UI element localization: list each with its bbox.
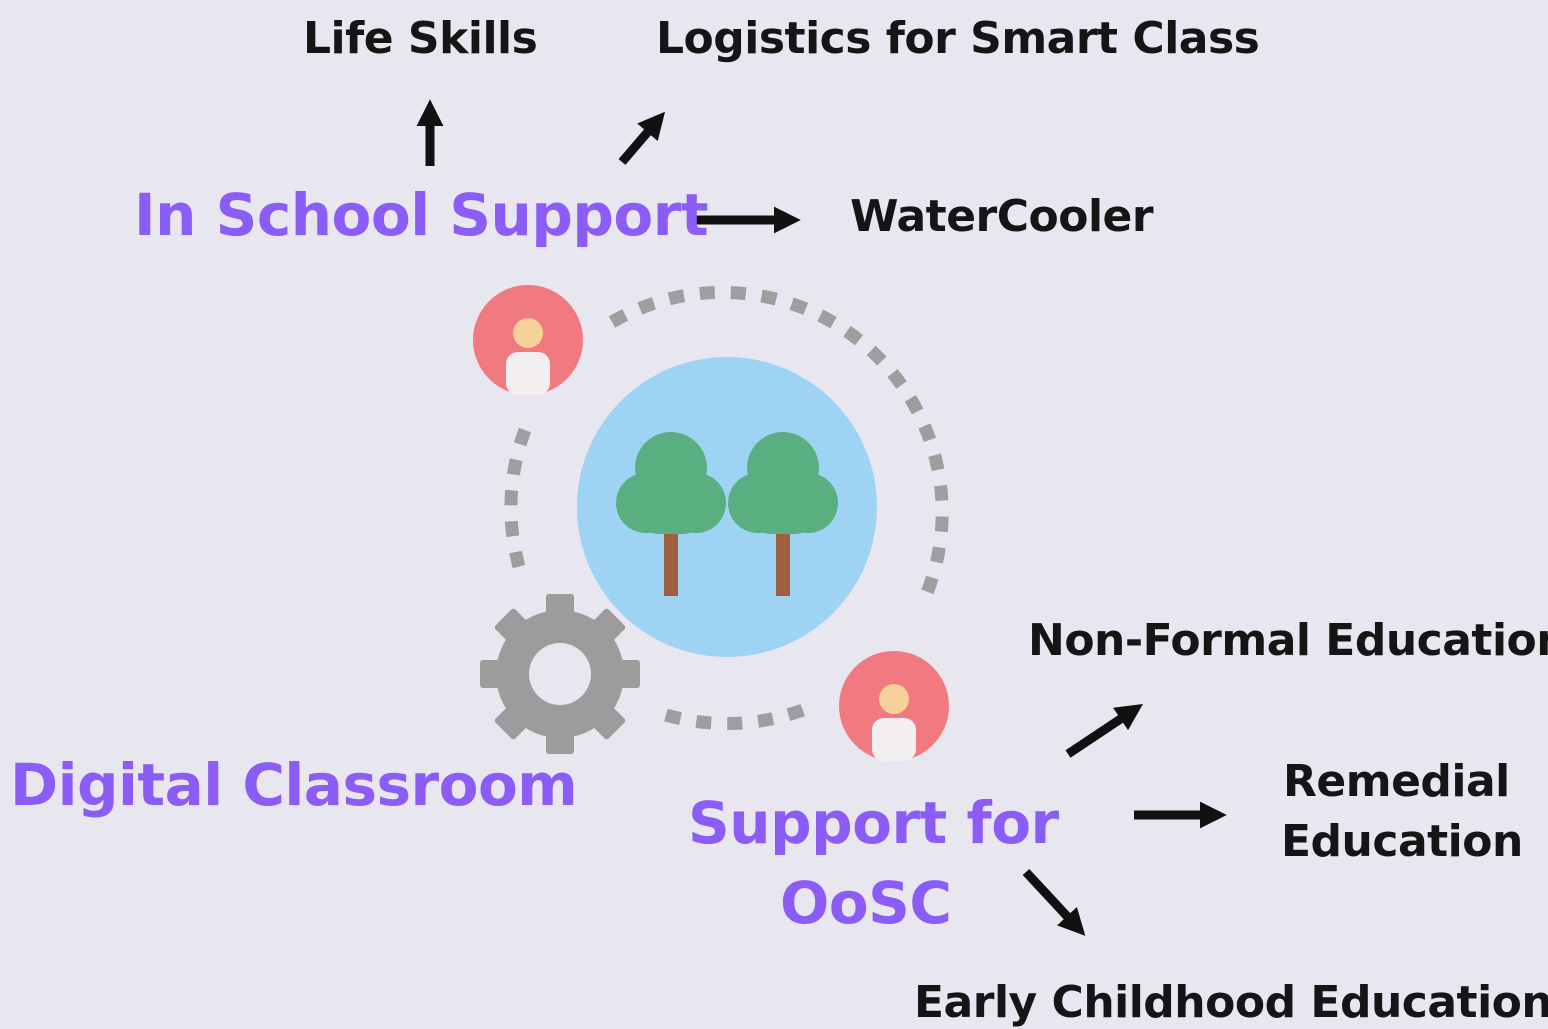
life-skills-label: Life Skills — [303, 13, 538, 64]
arrow-icon — [1022, 868, 1086, 936]
gear-icon — [480, 594, 640, 754]
arrow-icon — [1065, 704, 1143, 758]
non-formal-education-label: Non-Formal Education — [1028, 615, 1548, 666]
globe-icon — [577, 357, 877, 657]
person-icon — [473, 285, 583, 395]
logistics-smart-class-label: Logistics for Smart Class — [656, 13, 1260, 64]
arrow-icon — [618, 111, 666, 165]
watercooler-label: WaterCooler — [850, 191, 1154, 242]
remedial-label: Remedial — [1283, 756, 1510, 807]
dotted-ring — [504, 285, 949, 731]
oosc-title-line1: Support for — [688, 789, 1059, 857]
person-icon — [839, 651, 949, 761]
digital-classroom-title: Digital Classroom — [10, 751, 578, 819]
oosc-title-line2: OoSC — [780, 869, 952, 937]
education-label: Education — [1281, 816, 1523, 867]
in-school-support-title: In School Support — [134, 181, 709, 249]
tree-icon — [616, 432, 726, 596]
tree-icon — [728, 432, 838, 596]
early-childhood-education-label: Early Childhood Education — [914, 977, 1548, 1028]
